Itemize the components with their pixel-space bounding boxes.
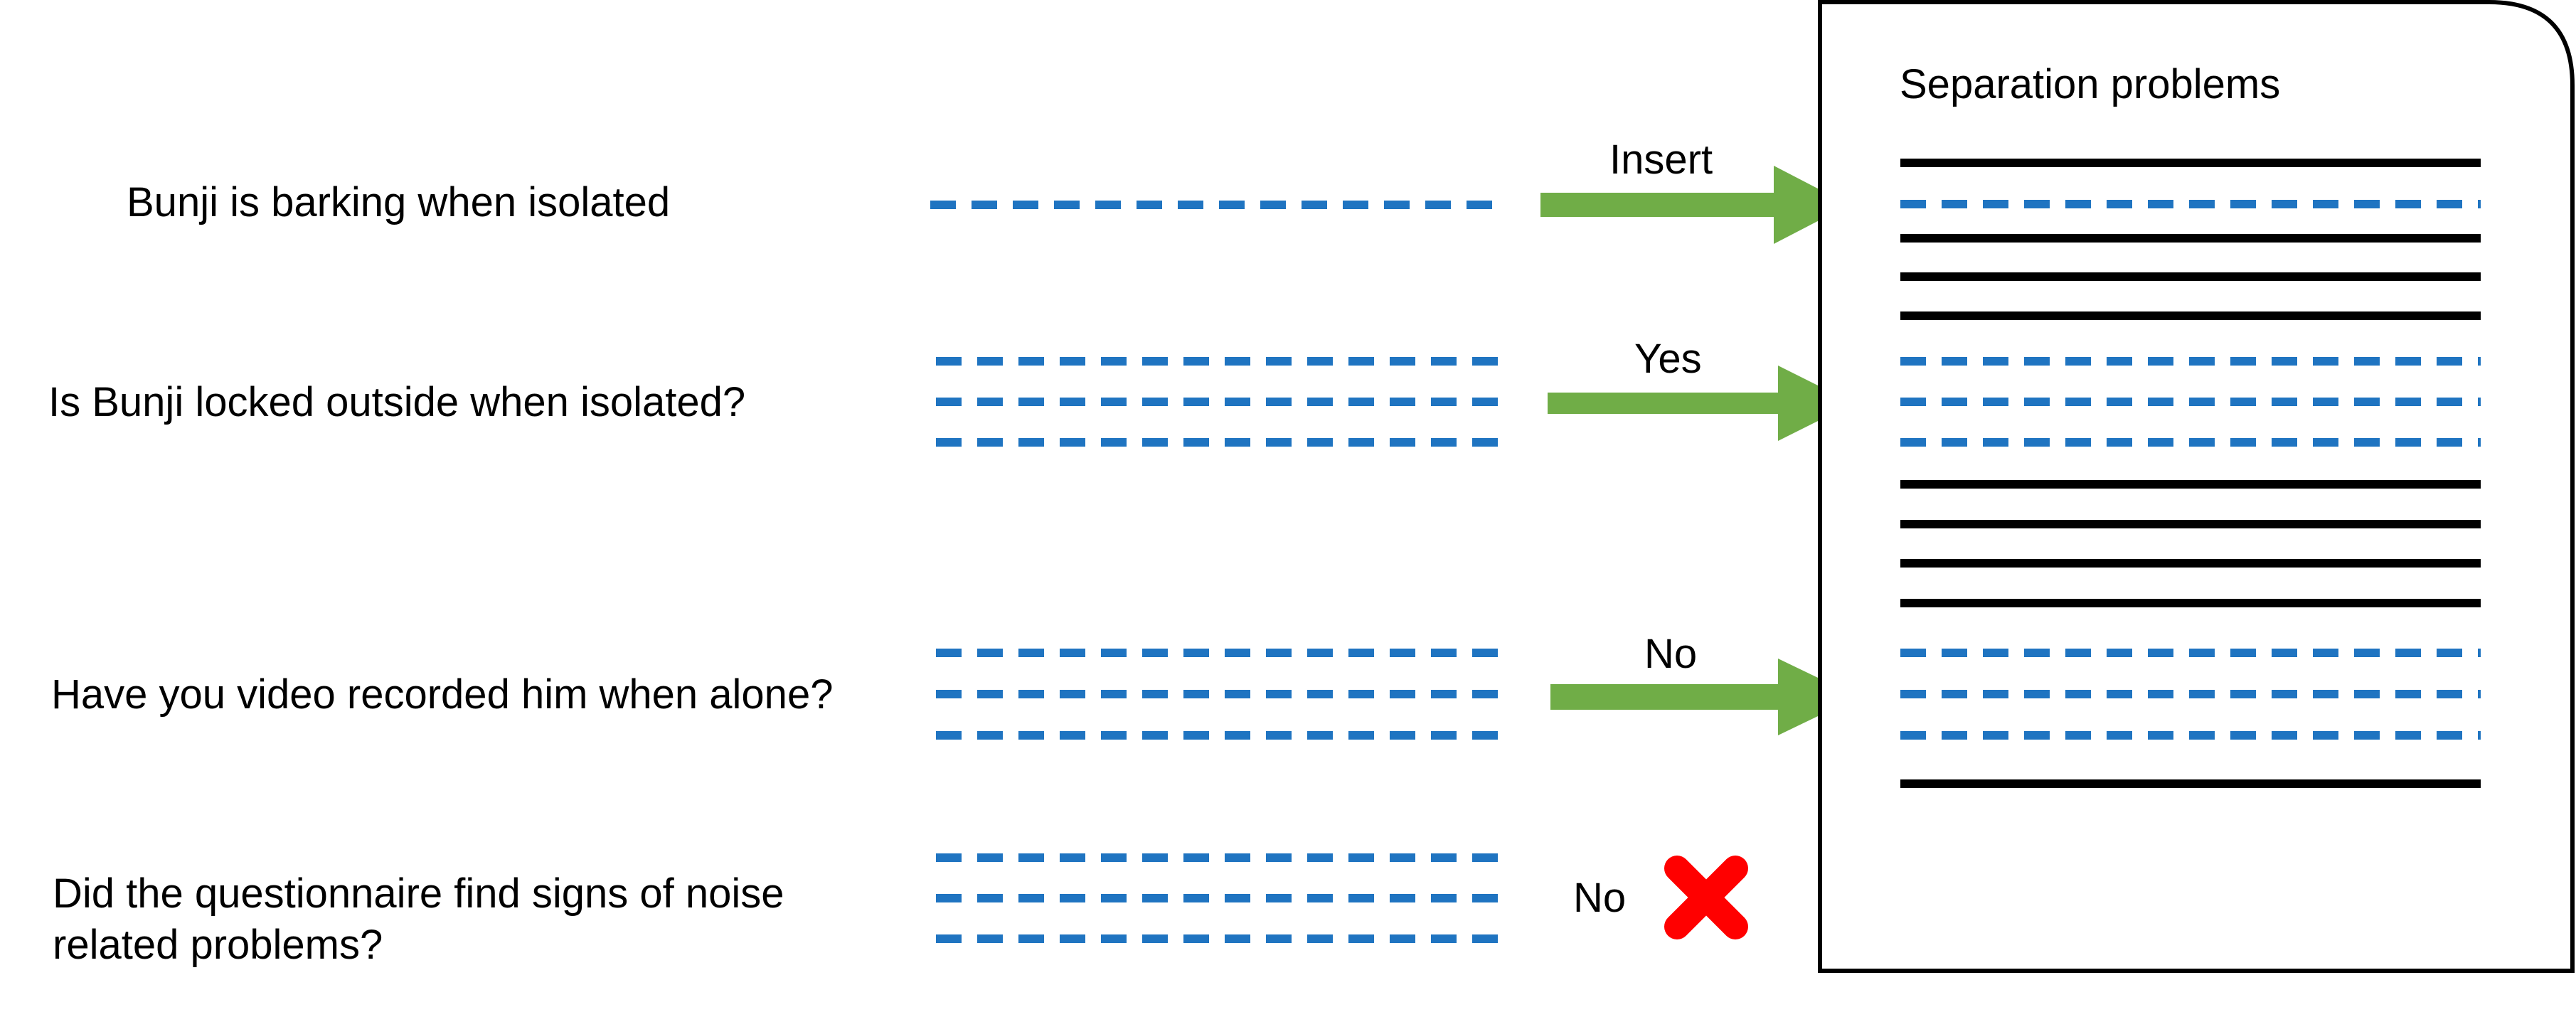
arrow-label-question-1: Insert [1609, 137, 1713, 183]
cross-icon [1664, 856, 1748, 939]
outcome-question-4: No [1573, 856, 1748, 939]
question-4-text-line-2: related problems? [53, 922, 383, 968]
arrow-right-icon [1540, 166, 1849, 244]
arrow-right-icon [1548, 366, 1853, 441]
question-3-text: Have you video recorded him when alone? [51, 671, 833, 718]
arrow-question-1: Insert [1540, 137, 1849, 244]
separation-problems-document: Separation problems [1818, 0, 2575, 973]
question-1-text: Bunji is barking when isolated [127, 179, 670, 225]
document-lines [1900, 159, 2481, 788]
arrow-label-question-2: Yes [1634, 336, 1702, 382]
arrow-question-2: Yes [1548, 336, 1853, 441]
arrow-label-question-3: No [1644, 631, 1697, 677]
dash-group-question-2 [936, 357, 1513, 447]
document-title: Separation problems [1900, 61, 2280, 107]
arrow-right-icon [1550, 659, 1858, 735]
arrow-label-question-4: No [1573, 875, 1626, 921]
dash-group-question-3 [936, 649, 1513, 740]
dash-group-question-4 [936, 853, 1513, 943]
arrow-question-3: No [1550, 631, 1858, 735]
question-2-text: Is Bunji locked outside when isolated? [48, 379, 745, 425]
question-4-text-line-1: Did the questionnaire find signs of nois… [53, 870, 784, 917]
